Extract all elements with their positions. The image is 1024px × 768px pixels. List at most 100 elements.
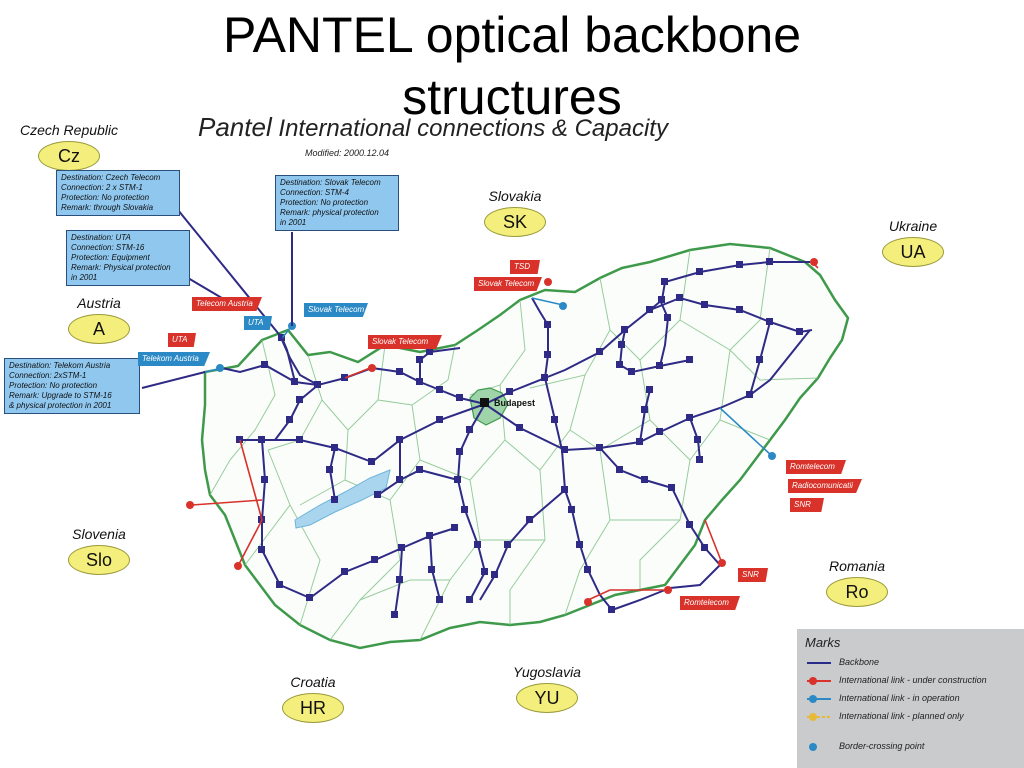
node [291,378,298,385]
border-point-blue [559,302,567,310]
node [374,491,381,498]
border-point-blue [768,452,776,460]
tag-radiocomunicatii: Radiocomunicatii [788,479,862,493]
node [526,516,533,523]
budapest-node [480,398,489,407]
node [641,476,648,483]
infobox-line: Remark: physical protection [280,208,379,217]
tag-tsd: TSD [510,260,540,274]
node [368,458,375,465]
border-point-red [544,278,552,286]
node [331,496,338,503]
node [746,391,753,398]
node [668,484,675,491]
node [736,306,743,313]
node [628,368,635,375]
node [428,566,435,573]
legend-label: International link - planned only [839,711,964,721]
country-name: Yugoslavia [513,664,581,680]
tag-uta-red: UTA [168,333,196,347]
node [396,436,403,443]
node [618,341,625,348]
infobox-line: Destination: Telekom Austria [9,361,111,370]
country-cz: Czech Republic Cz [14,122,124,171]
node [796,328,803,335]
node [341,568,348,575]
tag-snr-2: SNR [738,568,768,582]
country-name: Austria [77,295,121,311]
country-slo: Slovenia Slo [44,526,154,575]
border-point-red [718,559,726,567]
node [641,406,648,413]
country-code-oval: Ro [826,577,888,607]
node [286,416,293,423]
country-sk: Slovakia SK [460,188,570,237]
infobox-line: Destination: Slovak Telecom [280,178,381,187]
country-code-oval: SK [484,207,546,237]
country-name: Romania [828,558,886,574]
border-crossing-points [186,258,818,606]
node [436,386,443,393]
node [276,581,283,588]
node [456,448,463,455]
infobox-line: Remark: Upgrade to STM-16 [9,391,112,400]
infobox-line: Protection: No protection [280,198,369,207]
legend-symbol [809,743,817,751]
tag-telecom-austria: Telecom Austria [192,297,262,311]
tag-romtelecom: Romtelecom [786,460,846,474]
infobox-line: Connection: 2xSTM-1 [9,371,87,380]
node [561,446,568,453]
border-point-red [186,501,194,509]
node [596,348,603,355]
node [474,541,481,548]
node [236,436,243,443]
legend-symbol [807,677,831,685]
legend-label: Border-crossing point [839,741,925,751]
border-point-red [368,364,376,372]
node [416,378,423,385]
country-code-oval: UA [882,237,944,267]
node [701,544,708,551]
infobox-slovak-telecom: Destination: Slovak Telecom Connection: … [275,175,399,231]
node [656,428,663,435]
country-code-oval: YU [516,683,578,713]
tag-snr: SNR [790,498,824,512]
node [341,374,348,381]
node [306,594,313,601]
intl-links-operation [204,297,773,457]
infobox-uta: Destination: UTA Connection: STM-16 Prot… [66,230,190,286]
node [466,596,473,603]
node [516,424,523,431]
node [616,361,623,368]
node [656,362,663,369]
country-name: Croatia [290,674,336,690]
infobox-line: in 2001 [71,273,98,282]
legend-label: International link - in operation [839,693,960,703]
node [551,416,558,423]
legend-label: Backbone [839,657,880,667]
node [416,356,423,363]
slide-title: PANTEL optical backbone structures [0,4,1024,128]
legend-item-border-point: Border-crossing point [805,740,1020,754]
node [658,296,665,303]
node [258,546,265,553]
tag-romtelecom-2: Romtelecom [680,596,740,610]
node [331,444,338,451]
node [391,611,398,618]
country-outline [200,242,850,650]
node [426,348,433,355]
country-yu: Yugoslavia YU [492,664,602,713]
node [621,326,628,333]
infobox-line: Connection: 2 x STM-1 [61,183,143,192]
country-name: Czech Republic [19,122,119,138]
node [326,466,333,473]
country-ua: Ukraine UA [858,218,968,267]
slide-title-line1: PANTEL optical backbone [222,7,802,63]
node [396,368,403,375]
map-title-rest: International connections & Capacity [278,115,668,142]
node [766,258,773,265]
legend-title: Marks [805,635,841,650]
node [646,306,653,313]
node [686,356,693,363]
country-ro: Romania Ro [802,558,912,607]
